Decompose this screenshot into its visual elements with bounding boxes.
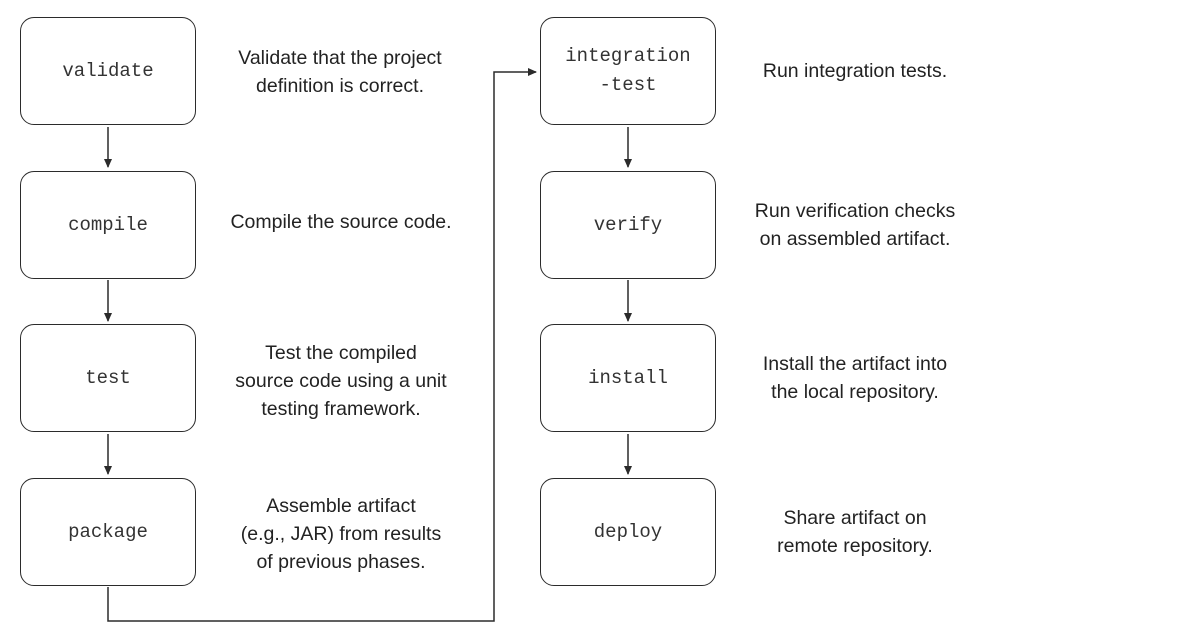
phase-name-verify: verify <box>593 213 663 236</box>
phase-description-validate: Validate that the project definition is … <box>238 47 442 97</box>
arrow-package-to-integration-test <box>107 68 537 622</box>
phase-name-integration-test: integration -test <box>565 45 691 96</box>
phase-description-install: Install the artifact into the local repo… <box>762 353 948 403</box>
phase-name-validate: validate <box>62 59 154 82</box>
phase-description-verify: Run verification checks on assembled art… <box>754 200 956 250</box>
phase-name-install: install <box>588 366 668 389</box>
phase-box-compile: compile <box>20 171 196 279</box>
phase-box-verify: verify <box>540 171 716 279</box>
phase-box-package: package <box>20 478 196 586</box>
phase-description-integration-test: Run integration tests. <box>762 60 948 82</box>
phase-description-test: Test the compiled source code using a un… <box>235 342 447 420</box>
phase-box-deploy: deploy <box>540 478 716 586</box>
phase-name-package: package <box>68 520 148 543</box>
phase-box-validate: validate <box>20 17 196 125</box>
phase-description-compile: Compile the source code. <box>230 211 452 233</box>
phase-name-deploy: deploy <box>593 520 663 543</box>
phase-box-install: install <box>540 324 716 432</box>
phase-name-test: test <box>85 366 131 389</box>
phase-description-deploy: Share artifact on remote repository. <box>777 507 933 557</box>
phase-box-test: test <box>20 324 196 432</box>
phase-box-integration-test: integration -test <box>540 17 716 125</box>
phase-name-compile: compile <box>68 213 148 236</box>
phase-description-package: Assemble artifact (e.g., JAR) from resul… <box>240 495 442 573</box>
